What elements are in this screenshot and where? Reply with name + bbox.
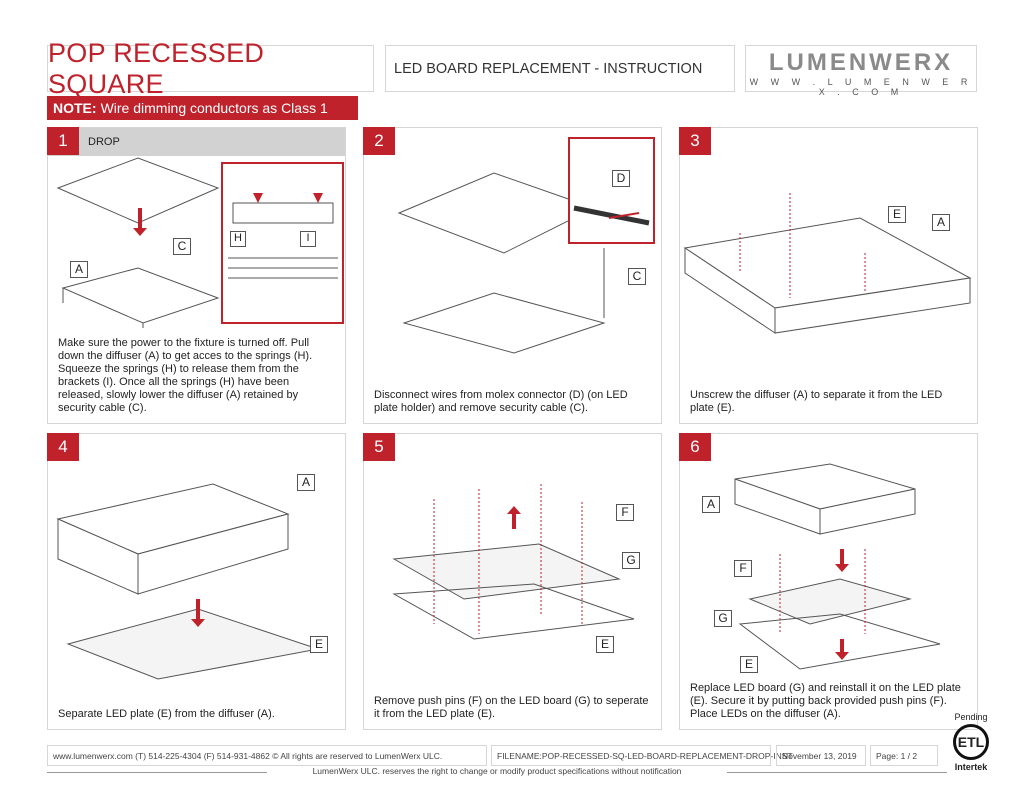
logo-text: LUMENWERX — [768, 49, 954, 76]
note-text: Wire dimming conductors as Class 1 — [100, 100, 328, 116]
step-3-number: 3 — [679, 127, 711, 155]
step-5-illustration — [392, 484, 635, 640]
step-2-number: 2 — [363, 127, 395, 155]
cert-status: Pending — [954, 712, 988, 722]
step-3-illustration — [683, 193, 972, 334]
step-5-panel: 5 F G E Remove push pins (F) on the LED … — [363, 433, 662, 730]
note-banner: NOTE:Wire dimming conductors as Class 1 — [47, 96, 358, 120]
etl-certification: Pending ETL Intertek — [946, 712, 996, 772]
footer-filename: FILENAME:POP-RECESSED-SQ-LED-BOARD-REPLA… — [491, 745, 793, 766]
label-A: A — [70, 261, 88, 278]
step-1-title: DROP — [88, 136, 120, 148]
footer-contact: www.lumenwerx.com (T) 514-225-4304 (F) 5… — [47, 745, 487, 766]
label-F: F — [616, 504, 634, 521]
lumenwerx-logo: LUMENWERX W W W . L U M E N W E R X . C … — [745, 45, 977, 97]
label-H: H — [230, 231, 246, 247]
step-4-number: 4 — [47, 433, 79, 461]
label-E: E — [310, 636, 328, 653]
step-4-panel: 4 A E Separate LED plate (E) from the di… — [47, 433, 346, 730]
label-I: I — [300, 231, 316, 247]
footer-date: November 13, 2019 — [776, 745, 866, 766]
step-4-illustration — [56, 483, 320, 680]
label-A: A — [932, 214, 950, 231]
label-A: A — [297, 474, 315, 491]
step-5-number: 5 — [363, 433, 395, 461]
step-1-number: 1 — [47, 127, 79, 155]
step-1-header: DROP — [48, 128, 345, 156]
label-G: G — [622, 552, 640, 569]
note-label: NOTE: — [53, 100, 97, 116]
step-1-illustration — [56, 157, 344, 328]
step-6-panel: 6 A F G E Replace LED board (G) and rein… — [679, 433, 978, 730]
step-4-text: Separate LED plate (E) from the diffuser… — [58, 708, 275, 720]
label-C: C — [173, 238, 191, 255]
document-subtitle: LED BOARD REPLACEMENT - INSTRUCTION — [385, 45, 735, 92]
step-5-text: Remove push pins (F) on the LED board (G… — [374, 695, 649, 720]
label-F: F — [734, 560, 752, 577]
label-G: G — [714, 610, 732, 627]
step-1-text: Make sure the power to the fixture is tu… — [58, 337, 313, 414]
step-1-panel: DROP 1 A C H I Make sure the power to th… — [47, 127, 346, 424]
step-6-illustration — [734, 463, 941, 670]
step-2-panel: 2 D C Disconnect wires from molex connec… — [363, 127, 662, 424]
cert-issuer: Intertek — [954, 762, 988, 772]
footer-disclaimer: LumenWerx ULC. reserves the right to cha… — [47, 766, 947, 776]
label-D: D — [612, 170, 630, 187]
label-A: A — [702, 496, 720, 513]
etl-mark-icon: ETL — [953, 724, 989, 760]
label-E: E — [596, 636, 614, 653]
label-E: E — [888, 206, 906, 223]
footer-page: Page: 1 / 2 — [870, 745, 938, 766]
step-2-text: Disconnect wires from molex connector (D… — [374, 389, 628, 414]
step-6-number: 6 — [679, 433, 711, 461]
label-C: C — [628, 268, 646, 285]
step-6-text: Replace LED board (G) and reinstall it o… — [690, 682, 961, 720]
logo-url: W W W . L U M E N W E R X . C O M — [749, 77, 973, 97]
step-3-panel: 3 E A Unscrew the diffuser (A) to separa… — [679, 127, 978, 424]
label-E: E — [740, 656, 758, 673]
step-3-text: Unscrew the diffuser (A) to separate it … — [690, 389, 943, 414]
document-title: POP RECESSED SQUARE — [47, 38, 374, 99]
step-2-illustration — [397, 137, 655, 354]
